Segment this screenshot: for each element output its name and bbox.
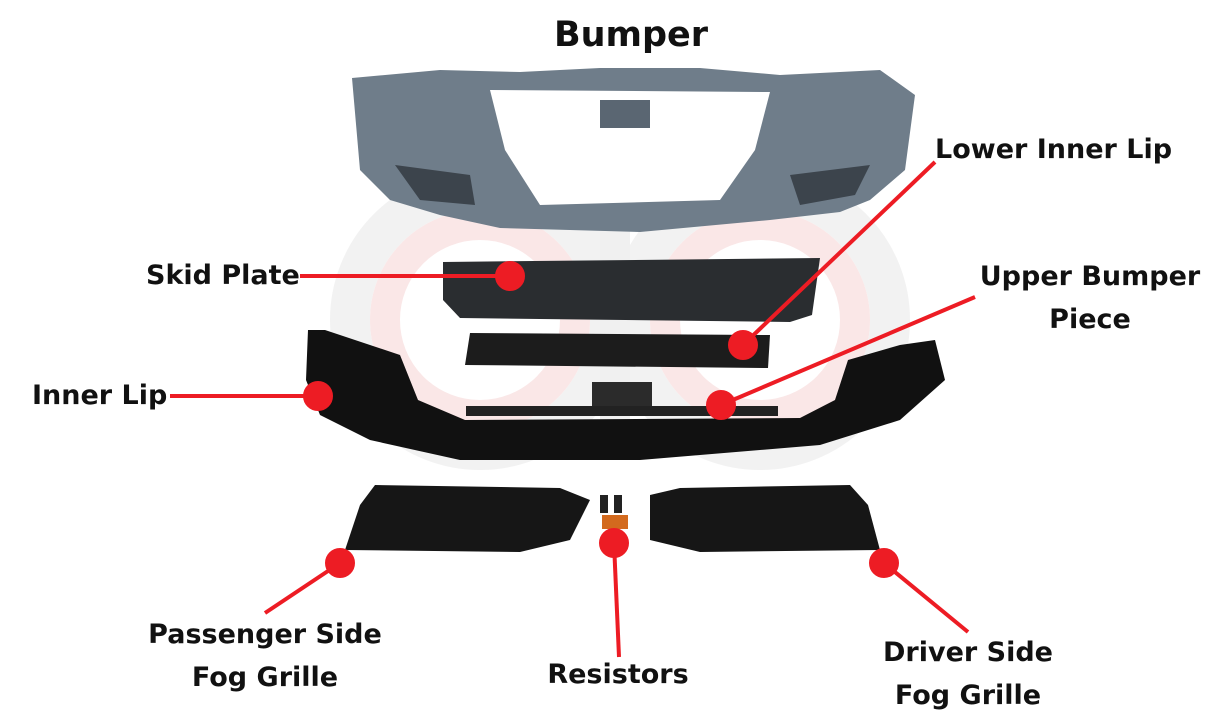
lower-inner-lip-marker: [728, 330, 758, 360]
driver-fog-grille-marker: [869, 548, 899, 578]
resistors-part: [600, 495, 628, 529]
label-skid-plate: Skid Plate: [146, 260, 300, 291]
diagram-title: Bumper: [553, 15, 709, 55]
passenger-fog-grille-marker: [325, 548, 355, 578]
passenger-fog-grille-part: [345, 485, 590, 552]
skid-plate-marker: [495, 261, 525, 291]
label-line: Upper Bumper: [979, 261, 1201, 292]
bumper-cover: [352, 68, 915, 232]
upper-bumper-piece-marker: [706, 390, 736, 420]
label-upper-bumper-piece: Upper Bumper Piece: [970, 255, 1210, 341]
label-inner-lip: Inner Lip: [32, 380, 168, 411]
leader-lines: [170, 160, 976, 658]
label-line: Piece: [1049, 304, 1131, 335]
lower-inner-lip-part: [465, 333, 770, 368]
inner-lip-marker: [303, 381, 333, 411]
upper-bumper-piece-part: [466, 382, 778, 416]
label-line: Passenger Side: [148, 619, 382, 650]
label-passenger-fog-grille: Passenger Side Fog Grille: [140, 613, 390, 699]
inner-lip-part: [306, 330, 945, 460]
label-resistors: Resistors: [547, 659, 689, 690]
driver-fog-grille-part: [650, 485, 880, 552]
label-lower-inner-lip: Lower Inner Lip: [935, 134, 1173, 165]
resistors-marker: [599, 528, 629, 558]
skid-plate: [443, 258, 820, 322]
label-driver-fog-grille: Driver Side Fog Grille: [858, 631, 1078, 717]
label-line: Fog Grille: [191, 662, 339, 693]
label-line: Fog Grille: [894, 680, 1042, 711]
label-line: Driver Side: [883, 637, 1053, 668]
